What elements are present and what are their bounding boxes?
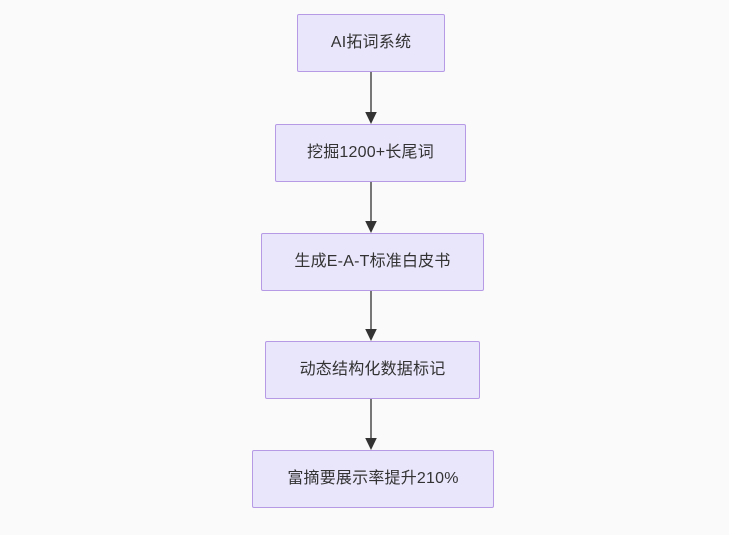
flow-node-dynamic-structured-data-markup[interactable]: 动态结构化数据标记	[265, 341, 480, 399]
flow-node-label: 富摘要展示率提升210%	[287, 470, 459, 488]
flow-node-ai-keyword-system[interactable]: AI拓词系统	[297, 14, 445, 72]
flow-node-rich-snippet-impression-uplift[interactable]: 富摘要展示率提升210%	[252, 450, 494, 508]
flow-node-mine-longtail-keywords[interactable]: 挖掘1200+长尾词	[275, 124, 466, 182]
edge-n1-n2	[362, 72, 380, 125]
flow-node-generate-eat-whitepaper[interactable]: 生成E-A-T标准白皮书	[261, 233, 484, 291]
flow-node-label: 生成E-A-T标准白皮书	[294, 253, 451, 271]
flow-node-label: AI拓词系统	[330, 34, 412, 52]
flow-node-label: 挖掘1200+长尾词	[307, 144, 434, 162]
flow-node-label: 动态结构化数据标记	[299, 361, 446, 379]
edge-n4-n5	[362, 399, 380, 451]
edge-n2-n3	[362, 182, 380, 234]
edge-n3-n4	[362, 291, 380, 342]
